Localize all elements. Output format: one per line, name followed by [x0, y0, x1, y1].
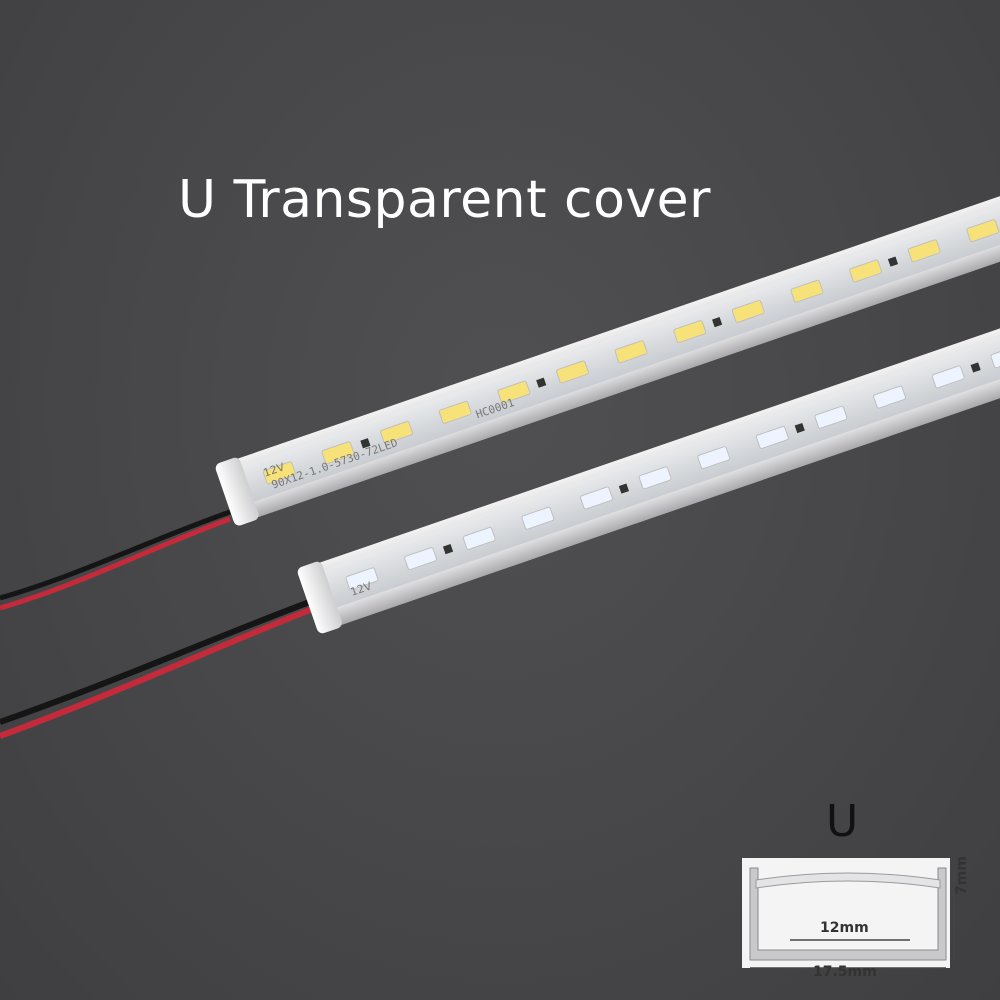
bar-2-end-cap — [297, 561, 342, 634]
led-chip — [814, 405, 848, 429]
led-chip — [404, 547, 438, 571]
resistor-chip — [712, 317, 723, 328]
led-chip — [556, 360, 589, 384]
led-chip — [673, 320, 707, 344]
resistor-chip — [794, 422, 805, 434]
led-chip — [462, 526, 496, 550]
resistor-chip — [536, 377, 547, 388]
height-label: 7mm — [954, 856, 970, 895]
inner-width-label: 12mm — [820, 920, 869, 936]
led-chip — [438, 400, 472, 424]
led-chip — [345, 567, 379, 591]
led-bar-2: 12V — [297, 320, 1000, 634]
led-chip — [697, 446, 731, 470]
profile-diffuser-cover — [755, 872, 941, 889]
led-chip — [614, 340, 648, 364]
led-chip — [990, 345, 1000, 369]
led-chip — [931, 365, 965, 389]
led-chip — [731, 299, 765, 323]
led-chip — [873, 385, 907, 409]
led-chip — [321, 441, 355, 465]
resistor-chip — [442, 544, 454, 555]
led-chip — [262, 461, 296, 485]
product-title: U Transparent cover — [178, 170, 712, 230]
bar-2-pcb — [318, 326, 1000, 610]
led-chip — [638, 466, 672, 490]
profile-u-channel — [749, 867, 947, 961]
led-chip — [380, 421, 414, 444]
resistor-chip — [970, 362, 981, 373]
bar-2-wires — [0, 597, 317, 739]
led-chip — [907, 239, 941, 263]
led-chip — [497, 380, 531, 404]
led-chip — [580, 486, 613, 510]
u-profile-diagram — [742, 858, 955, 969]
profile-letter: U — [826, 796, 859, 847]
led-chip — [755, 426, 789, 449]
led-chip — [849, 259, 882, 283]
led-chip — [966, 219, 1000, 243]
bar-2-led-row — [345, 345, 1000, 591]
bar-1-led-row — [262, 219, 1000, 485]
bar-1-end-cap — [215, 457, 259, 526]
led-chip — [521, 506, 555, 530]
bar-1-wires — [0, 509, 231, 611]
led-chip — [790, 279, 824, 303]
resistor-chip — [618, 483, 629, 494]
outer-width-label: 17.5mm — [813, 964, 877, 980]
resistor-chip — [887, 256, 899, 267]
resistor-chip — [360, 438, 371, 449]
